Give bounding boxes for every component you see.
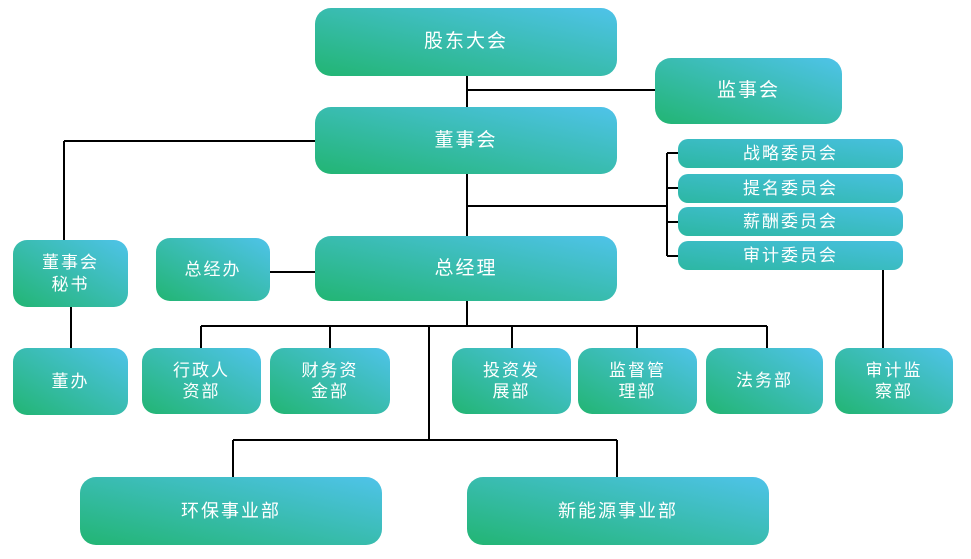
node-shareholders-meeting: 股东大会 xyxy=(315,8,617,76)
node-general-manager-office: 总经办 xyxy=(156,238,270,301)
node-board-office: 董办 xyxy=(13,348,128,415)
node-audit-inspection-dept: 审计监 察部 xyxy=(835,348,953,414)
node-remuneration-committee: 薪酬委员会 xyxy=(678,207,903,236)
node-investment-development-dept: 投资发 展部 xyxy=(452,348,571,414)
node-board-of-directors: 董事会 xyxy=(315,107,617,174)
node-nomination-committee: 提名委员会 xyxy=(678,174,903,203)
node-legal-dept: 法务部 xyxy=(706,348,823,414)
node-environmental-division: 环保事业部 xyxy=(80,477,382,545)
node-supervisory-board: 监事会 xyxy=(655,58,842,124)
node-finance-treasury-dept: 财务资 金部 xyxy=(270,348,390,414)
node-strategy-committee: 战略委员会 xyxy=(678,139,903,168)
node-supervision-management-dept: 监督管 理部 xyxy=(578,348,697,414)
node-board-secretary: 董事会 秘书 xyxy=(13,240,128,307)
node-general-manager: 总经理 xyxy=(315,236,617,301)
node-audit-committee: 审计委员会 xyxy=(678,241,903,270)
node-admin-hr-dept: 行政人 资部 xyxy=(142,348,261,414)
node-new-energy-division: 新能源事业部 xyxy=(467,477,769,545)
